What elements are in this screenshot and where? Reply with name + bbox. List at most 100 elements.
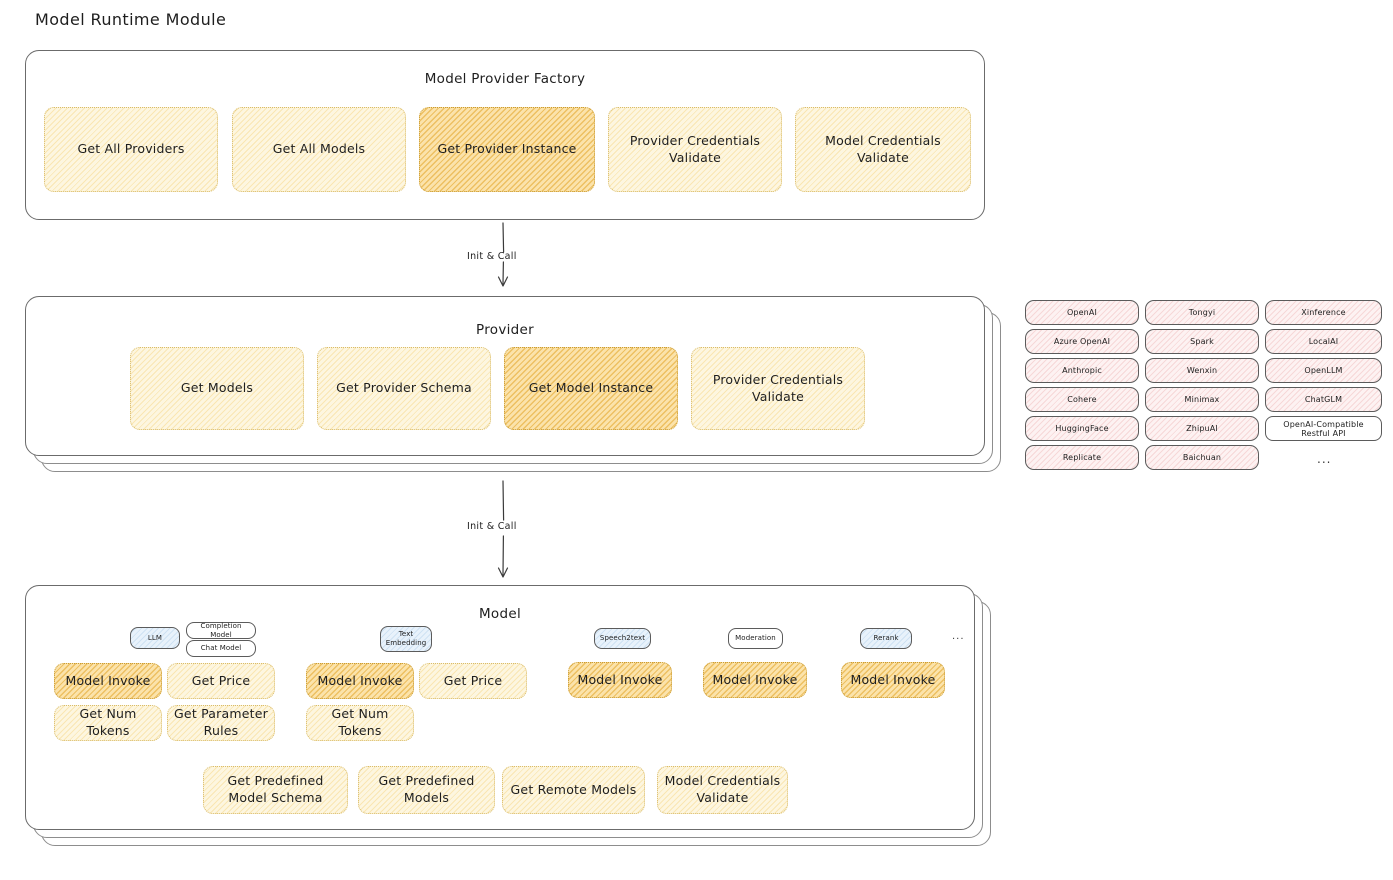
- badge-completion-model[interactable]: Completion Model: [186, 622, 256, 639]
- node-embedding-get-num-tokens[interactable]: Get Num Tokens: [306, 705, 414, 741]
- badge-rerank[interactable]: Rerank: [860, 628, 912, 649]
- chip-label: Minimax: [1184, 395, 1220, 404]
- node-label: Model Credentials Validate: [825, 132, 941, 165]
- model-provider-factory-title: Model Provider Factory: [424, 71, 586, 87]
- model-title: Model: [478, 606, 522, 622]
- badge-label: Completion Model: [200, 621, 242, 639]
- arrow-down-icon: [497, 480, 509, 578]
- provider-chip-openai[interactable]: OpenAI: [1025, 300, 1139, 325]
- node-llm-get-price[interactable]: Get Price: [167, 663, 275, 699]
- badge-moderation[interactable]: Moderation: [728, 628, 783, 649]
- node-label: Get Predefined Model Schema: [227, 773, 324, 805]
- provider-chip-chatglm[interactable]: ChatGLM: [1265, 387, 1382, 412]
- provider-chip-huggingface[interactable]: HuggingFace: [1025, 416, 1139, 441]
- chip-label: ChatGLM: [1304, 395, 1343, 404]
- chip-label: HuggingFace: [1055, 424, 1109, 433]
- node-label: Get Parameter Rules: [174, 706, 268, 738]
- provider-chip-cohere[interactable]: Cohere: [1025, 387, 1139, 412]
- provider-chip-zhipuai[interactable]: ZhipuAI: [1145, 416, 1259, 441]
- badge-llm[interactable]: LLM: [130, 627, 180, 649]
- badge-chat-model[interactable]: Chat Model: [186, 640, 256, 657]
- node-get-predefined-model-schema[interactable]: Get Predefined Model Schema: [203, 766, 348, 814]
- node-get-model-instance[interactable]: Get Model Instance: [504, 347, 678, 430]
- node-label: Get Num Tokens: [331, 706, 389, 738]
- node-llm-model-invoke[interactable]: Model Invoke: [54, 663, 162, 699]
- node-label: Model Invoke: [712, 671, 798, 687]
- provider-chip-openai-compatible-restful-api[interactable]: OpenAI-Compatible Restful API: [1265, 416, 1382, 441]
- node-get-all-models[interactable]: Get All Models: [232, 107, 406, 192]
- chip-label: Wenxin: [1186, 366, 1218, 375]
- node-label: Model Credentials Validate: [664, 773, 781, 805]
- node-rerank-model-invoke[interactable]: Model Invoke: [841, 662, 945, 698]
- node-label: Provider Credentials Validate: [629, 132, 761, 165]
- provider-list-more: ...: [1317, 452, 1332, 466]
- provider-chip-tongyi[interactable]: Tongyi: [1145, 300, 1259, 325]
- provider-chip-openllm[interactable]: OpenLLM: [1265, 358, 1382, 383]
- provider-chip-azure-openai[interactable]: Azure OpenAI: [1025, 329, 1139, 354]
- badge-speech2text[interactable]: Speech2text: [594, 628, 651, 649]
- chip-label: Baichuan: [1182, 453, 1222, 462]
- arrow-label: Init & Call: [467, 251, 517, 262]
- node-label: Get Models: [180, 380, 254, 396]
- node-label: Model Invoke: [577, 671, 663, 687]
- node-moderation-model-invoke[interactable]: Model Invoke: [703, 662, 807, 698]
- chip-label: Tongyi: [1188, 308, 1216, 317]
- node-provider-credentials-validate[interactable]: Provider Credentials Validate: [608, 107, 782, 192]
- node-label: Get All Providers: [77, 141, 185, 157]
- provider-chip-replicate[interactable]: Replicate: [1025, 445, 1139, 470]
- node-embedding-model-invoke[interactable]: Model Invoke: [306, 663, 414, 699]
- chip-label: Spark: [1190, 337, 1214, 346]
- badge-label: Rerank: [873, 634, 899, 643]
- node-label: Get Remote Models: [510, 781, 637, 797]
- provider-chip-baichuan[interactable]: Baichuan: [1145, 445, 1259, 470]
- node-label: Get Provider Schema: [336, 380, 472, 396]
- node-label: Model Invoke: [850, 671, 936, 687]
- node-label: Get All Models: [272, 141, 366, 157]
- node-provider-credentials-validate-2[interactable]: Provider Credentials Validate: [691, 347, 865, 430]
- node-get-models[interactable]: Get Models: [130, 347, 304, 430]
- badge-label: Moderation: [735, 634, 776, 643]
- node-llm-get-parameter-rules[interactable]: Get Parameter Rules: [167, 705, 275, 741]
- page-title: Model Runtime Module: [35, 10, 227, 29]
- provider-chip-spark[interactable]: Spark: [1145, 329, 1259, 354]
- provider-chip-localai[interactable]: LocalAI: [1265, 329, 1382, 354]
- arrow-provider-to-model: Init & Call: [467, 480, 550, 585]
- badge-label: LLM: [147, 633, 163, 642]
- badge-label: Text Embedding: [385, 630, 427, 647]
- node-label: Get Predefined Models: [378, 773, 475, 805]
- provider-chip-anthropic[interactable]: Anthropic: [1025, 358, 1139, 383]
- node-get-provider-instance[interactable]: Get Provider Instance: [419, 107, 595, 192]
- node-get-predefined-models[interactable]: Get Predefined Models: [358, 766, 495, 814]
- node-speech2text-model-invoke[interactable]: Model Invoke: [568, 662, 672, 698]
- provider-chip-wenxin[interactable]: Wenxin: [1145, 358, 1259, 383]
- arrow-factory-to-provider: Init & Call: [467, 222, 550, 294]
- node-label: Get Price: [443, 672, 503, 688]
- chip-label: Anthropic: [1062, 366, 1102, 375]
- arrow-label: Init & Call: [467, 521, 517, 532]
- chip-label: Cohere: [1067, 395, 1097, 404]
- node-llm-get-num-tokens[interactable]: Get Num Tokens: [54, 705, 162, 741]
- chip-label: LocalAI: [1308, 337, 1339, 346]
- node-label: Get Model Instance: [528, 380, 654, 396]
- provider-chip-xinference[interactable]: Xinference: [1265, 300, 1382, 325]
- node-model-credentials-validate-2[interactable]: Model Credentials Validate: [657, 766, 788, 814]
- node-label: Get Provider Instance: [437, 141, 577, 157]
- chip-label: Xinference: [1301, 308, 1346, 317]
- badge-text-embedding[interactable]: Text Embedding: [380, 626, 432, 652]
- node-get-all-providers[interactable]: Get All Providers: [44, 107, 218, 192]
- chip-label: ZhipuAI: [1186, 424, 1218, 433]
- model-badges-more: ...: [952, 631, 965, 642]
- chip-label: OpenAI-Compatible Restful API: [1283, 419, 1364, 438]
- chip-label: OpenLLM: [1304, 366, 1343, 375]
- chip-label: Replicate: [1062, 453, 1102, 462]
- node-get-provider-schema[interactable]: Get Provider Schema: [317, 347, 491, 430]
- node-label: Model Invoke: [65, 672, 151, 688]
- node-get-remote-models[interactable]: Get Remote Models: [502, 766, 645, 814]
- badge-label: Speech2text: [599, 634, 646, 643]
- provider-chip-minimax[interactable]: Minimax: [1145, 387, 1259, 412]
- node-embedding-get-price[interactable]: Get Price: [419, 663, 527, 699]
- provider-title: Provider: [476, 322, 534, 338]
- node-label: Provider Credentials Validate: [712, 371, 844, 404]
- node-model-credentials-validate[interactable]: Model Credentials Validate: [795, 107, 971, 192]
